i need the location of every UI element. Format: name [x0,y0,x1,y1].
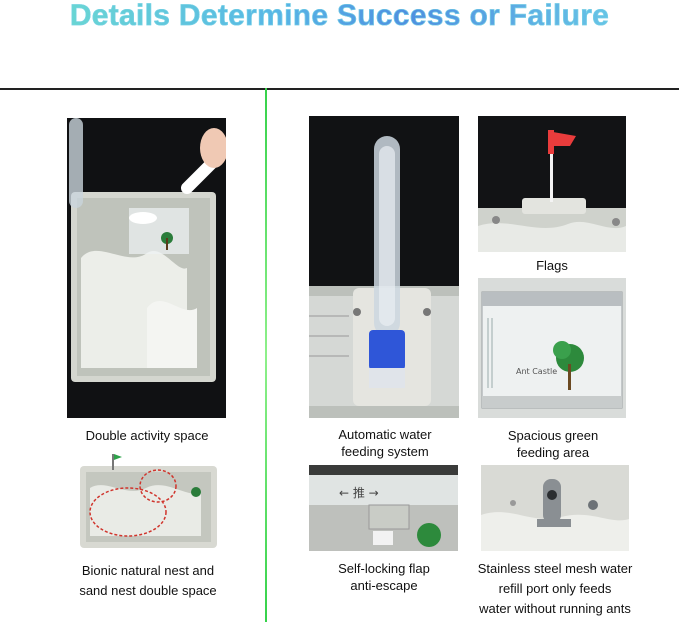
photo-steel-mesh [481,465,629,551]
photo-double-activity [67,118,226,418]
caption-bionic-nest-2: sand nest double space [79,583,217,598]
photo-flap: ← 推 → [309,465,458,551]
caption-mesh-3: water without running ants [479,601,631,616]
caption-flags: Flags [536,258,568,273]
brand-label: Ant Castle [516,367,557,376]
caption-mesh-2: refill port only feeds [498,581,612,596]
vertical-divider [265,88,267,622]
caption-auto-water-2: feeding system [341,444,429,459]
caption-green-area-1: Spacious green [507,428,599,443]
photo-flags [478,116,626,252]
header-divider [0,88,679,90]
photo-green-area: Ant Castle [478,278,626,418]
caption-flap-1: Self-locking flap [338,561,430,576]
caption-flap-2: anti-escape [350,578,418,593]
photo-water-feeding [309,116,459,418]
caption-green-area-2: feeding area [516,445,590,460]
caption-bionic-nest-1: Bionic natural nest and [81,563,215,578]
flap-push-label: ← 推 → [339,486,379,500]
page-title: Details Determine Success or Failure [0,0,679,34]
caption-auto-water-1: Automatic water [338,427,432,442]
caption-double-activity: Double activity space [85,428,209,443]
caption-mesh-1: Stainless steel mesh water [477,561,633,576]
photo-bionic-nest [76,448,221,551]
